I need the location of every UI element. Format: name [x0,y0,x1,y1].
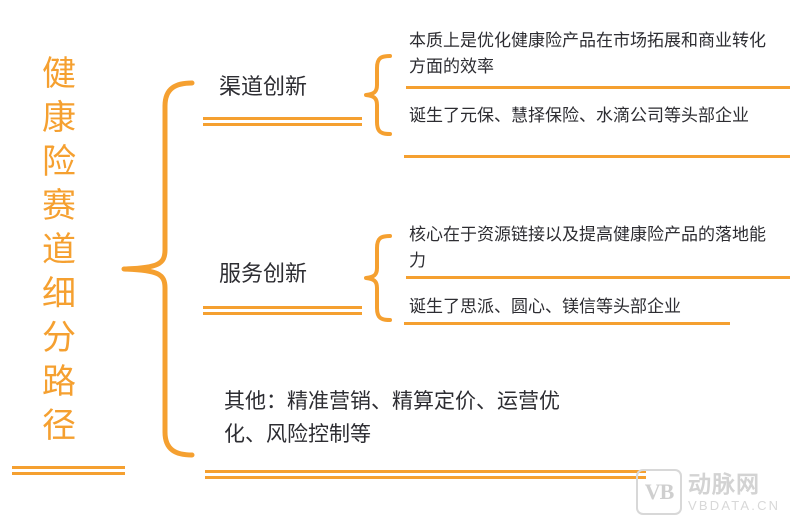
branch-label-underline-service [203,306,362,315]
branch-label-service-innovation: 服务创新 [219,261,308,286]
sub-brace-service-icon [364,234,392,322]
item-separator-rule [404,322,730,325]
title-underline-bar [12,466,125,475]
vb-logo-icon: VB [636,469,682,515]
branch-label-channel-innovation: 渠道创新 [219,74,308,99]
branch-label-underline-channel [203,117,362,126]
item-separator-rule [406,86,790,89]
main-brace-icon [121,80,195,458]
other-underline-bar [205,470,646,479]
item-separator-rule [404,155,790,158]
watermark-name-cn: 动脉网 [688,470,760,497]
branch-item-text: 本质上是优化健康险产品在市场拓展和商业转化方面的效率 [409,31,766,76]
item-separator-rule [406,276,790,279]
branch-item-text: 核心在于资源链接以及提高健康险产品的落地能力 [409,225,766,270]
sub-brace-channel-icon [364,54,392,136]
branch-item-other: 其他：精准营销、精算定价、运营优化、风险控制等 [224,390,560,446]
watermark: VB 动脉网 VBDATA.CN [636,468,788,516]
branch-item-text: 诞生了元保、慧择保险、水滴公司等头部企业 [409,106,749,125]
branch-item-text: 诞生了思派、圆心、镁信等头部企业 [409,297,681,316]
watermark-name-en: VBDATA.CN [688,497,781,513]
page-title: 健康险赛道细分路径 [42,55,76,445]
